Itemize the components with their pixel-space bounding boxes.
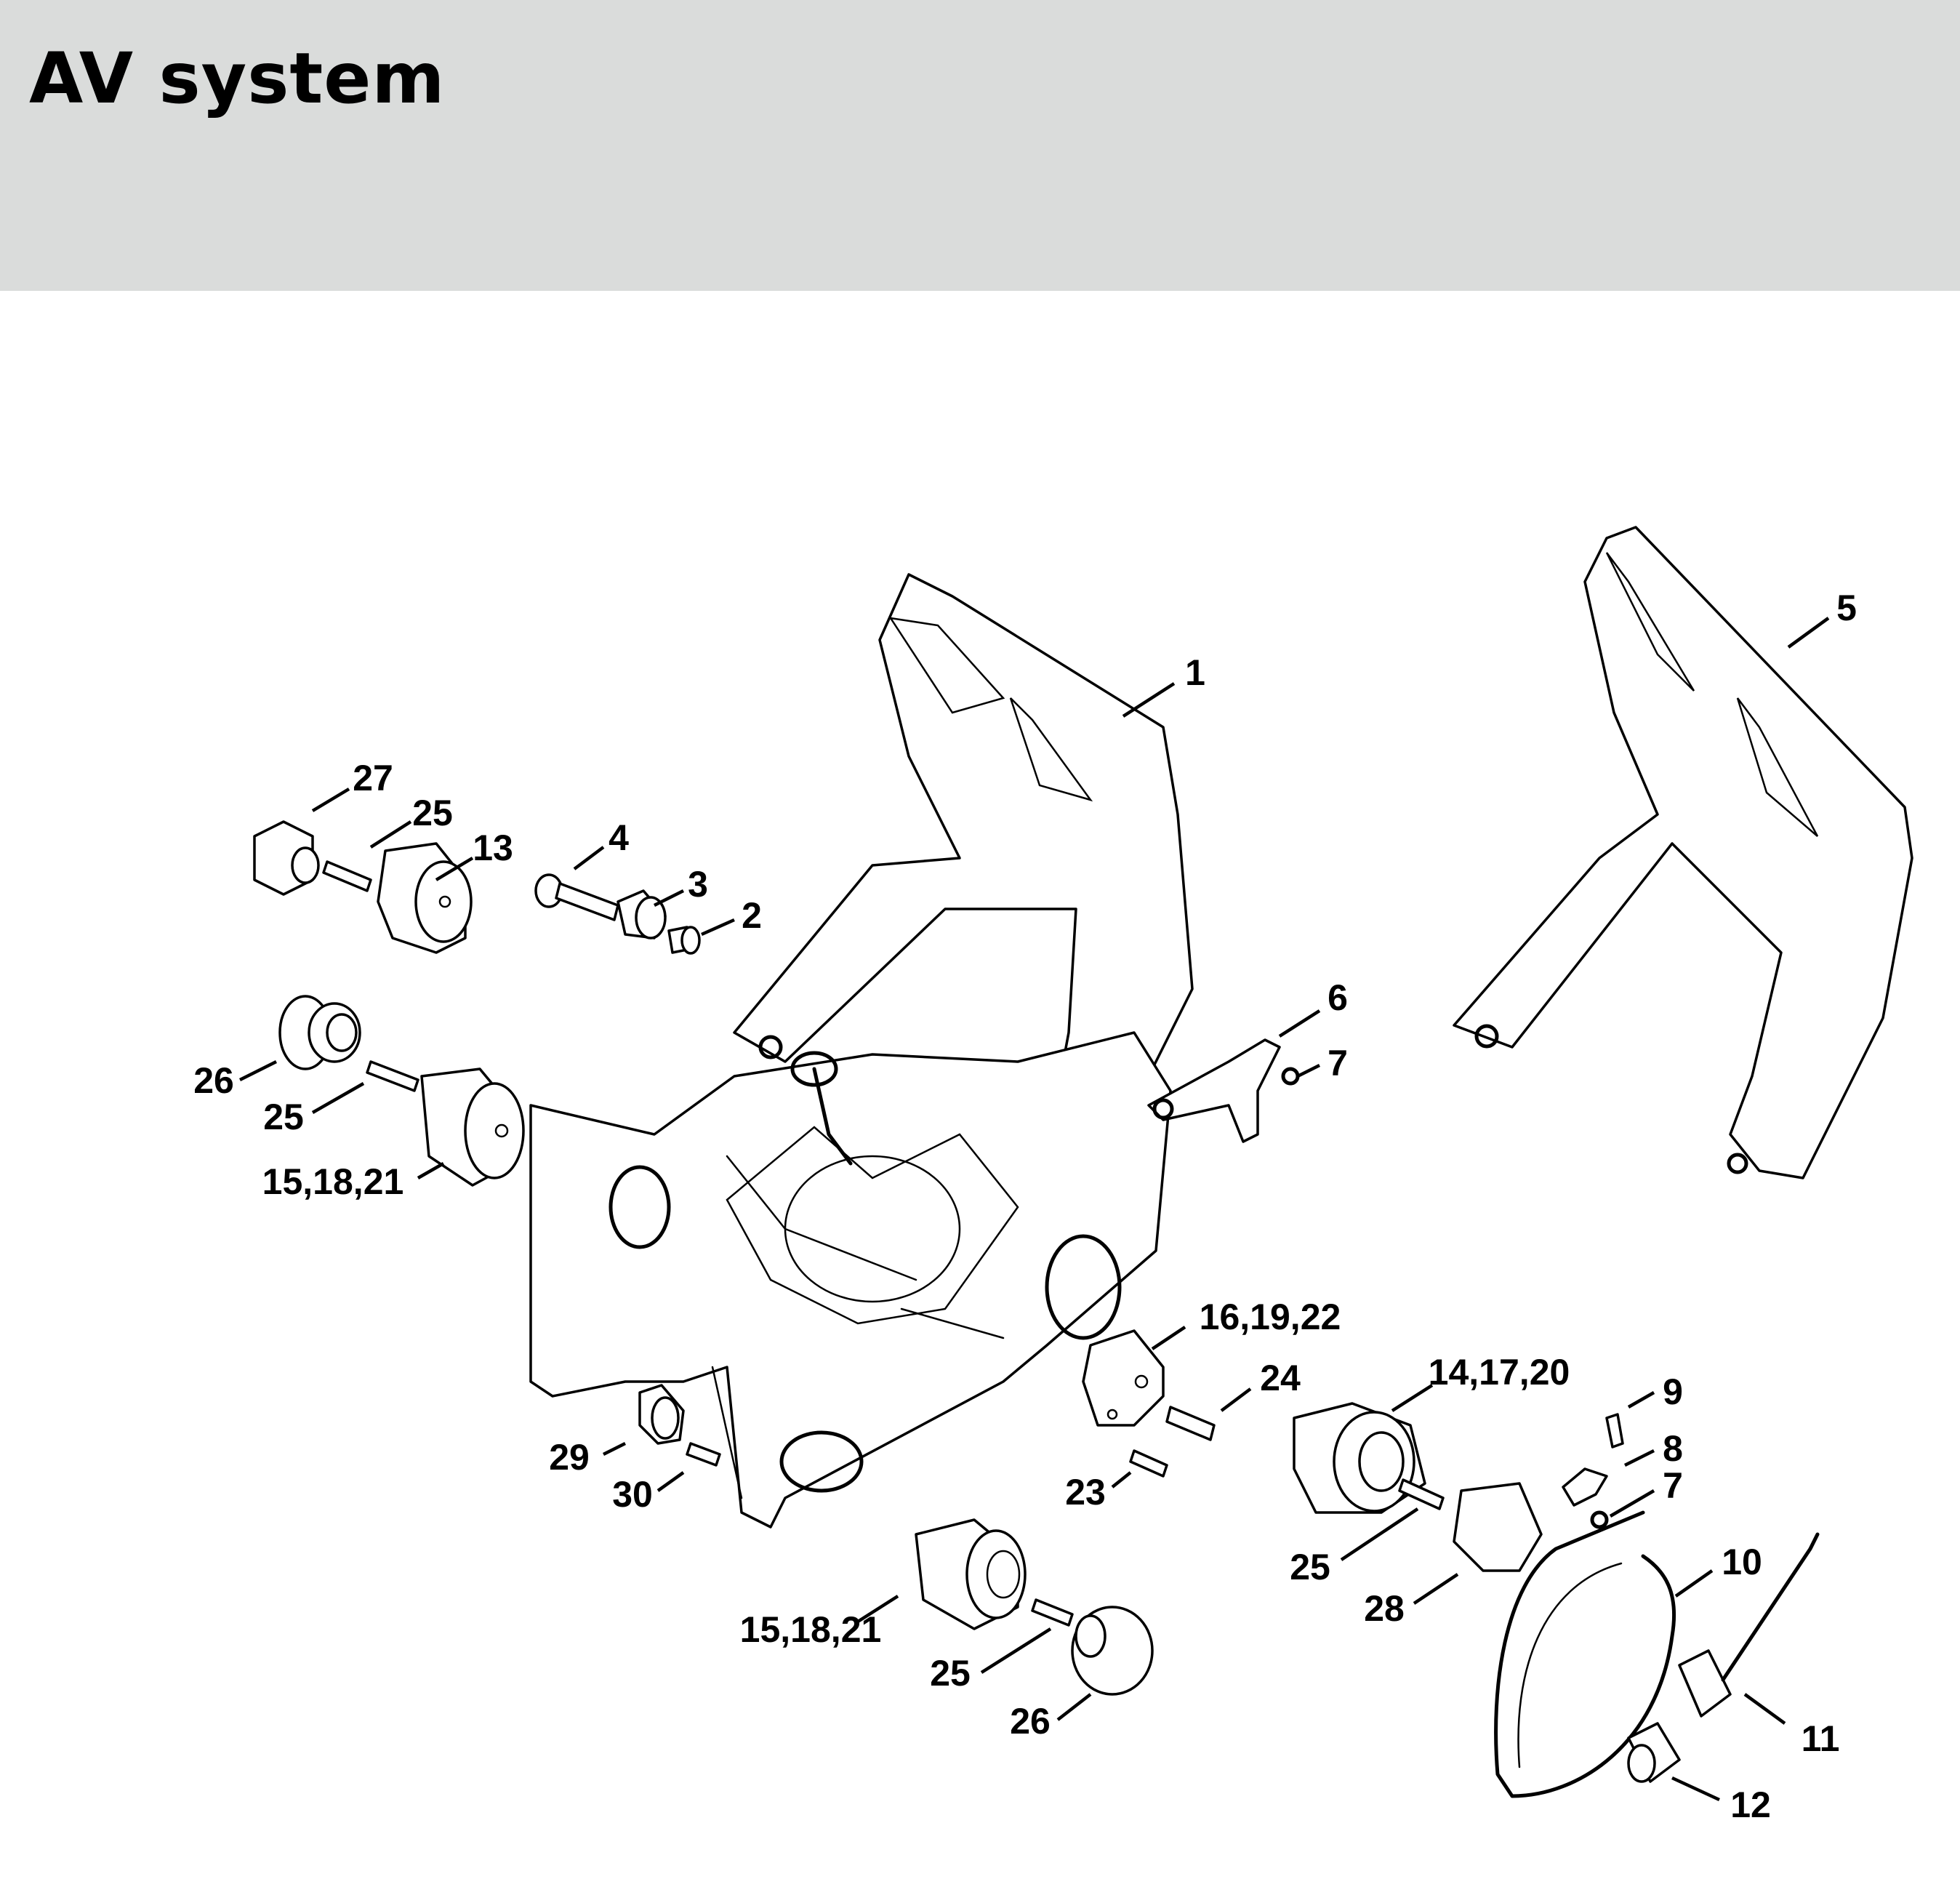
part-25-screw-a [322, 860, 372, 892]
callout-25: 25 [930, 1653, 971, 1694]
callout-6: 6 [1328, 977, 1348, 1018]
callout-14-17-20: 14,17,20 [1428, 1352, 1570, 1393]
part-30-screw [686, 1442, 721, 1467]
part-6-lever [1147, 1038, 1281, 1143]
callout-15-18-21: 15,18,21 [262, 1161, 404, 1202]
callout-8: 8 [1663, 1428, 1683, 1469]
part-10-brake-band [1494, 1510, 1676, 1798]
part-26-cap-a [278, 995, 361, 1070]
part-29-buffer [638, 1384, 685, 1445]
part-11-spring [1678, 1532, 1820, 1718]
header-band: AV system [0, 0, 1960, 291]
callout-11: 11 [1801, 1718, 1840, 1759]
part-25-screw-b [366, 1060, 419, 1092]
callout-9: 9 [1663, 1371, 1683, 1412]
callout-13: 13 [473, 828, 513, 868]
callout-5: 5 [1836, 588, 1857, 628]
parts-diagram: 1 2 3 4 5 6 7 7 8 9 10 11 12 13 14,17,20… [0, 291, 1960, 1879]
callout-2: 2 [742, 895, 762, 936]
callout-10: 10 [1722, 1542, 1762, 1582]
callout-29: 29 [549, 1437, 590, 1478]
part-12-sleeve [1627, 1722, 1681, 1783]
page-title: AV system [29, 38, 446, 119]
part-7-clip-b [1590, 1510, 1609, 1529]
part-9-spring [1605, 1413, 1624, 1449]
callout-7: 7 [1663, 1465, 1683, 1506]
part-2-sleeve [667, 926, 701, 955]
callout-26: 26 [1010, 1701, 1051, 1742]
callout-24: 24 [1260, 1358, 1301, 1398]
callout-16-19-22: 16,19,22 [1199, 1297, 1341, 1337]
callout-26: 26 [193, 1060, 234, 1101]
callout-25: 25 [263, 1097, 304, 1137]
part-25-screw-d [1031, 1598, 1074, 1627]
callout-30: 30 [612, 1474, 653, 1515]
diagram-drawing [238, 526, 1913, 1802]
callout-12: 12 [1730, 1784, 1771, 1825]
part-16-plate [1082, 1329, 1165, 1427]
part-8-lever [1562, 1467, 1608, 1507]
callout-28: 28 [1364, 1588, 1405, 1629]
part-23-screw [1129, 1449, 1168, 1478]
callout-23: 23 [1065, 1472, 1106, 1513]
part-28-cap [1453, 1482, 1543, 1572]
part-15-buffer-a [420, 1067, 525, 1187]
leader-lines [238, 617, 1830, 1802]
part-4-bolt [534, 873, 619, 921]
part-3-spring [616, 889, 667, 940]
callout-1: 1 [1185, 652, 1205, 693]
callout-15-18-21: 15,18,21 [739, 1609, 882, 1650]
part-handle-bar-5 [1453, 526, 1913, 1179]
part-25-screw-c [1398, 1478, 1445, 1510]
part-7-clip-a [1281, 1067, 1300, 1086]
part-26-cap-b [1071, 1606, 1154, 1696]
callout-3: 3 [688, 864, 708, 905]
callout-25: 25 [1290, 1547, 1330, 1587]
part-13-buffer [377, 842, 473, 954]
callout-7: 7 [1328, 1043, 1348, 1083]
part-14-buffer [1293, 1402, 1426, 1514]
callout-27: 27 [353, 758, 393, 798]
callout-25: 25 [412, 793, 453, 833]
part-24-screw [1165, 1406, 1216, 1441]
part-crankcase [529, 1031, 1172, 1529]
part-27-cap [253, 820, 320, 896]
callout-4: 4 [609, 817, 629, 858]
part-15-buffer-b [915, 1518, 1027, 1630]
